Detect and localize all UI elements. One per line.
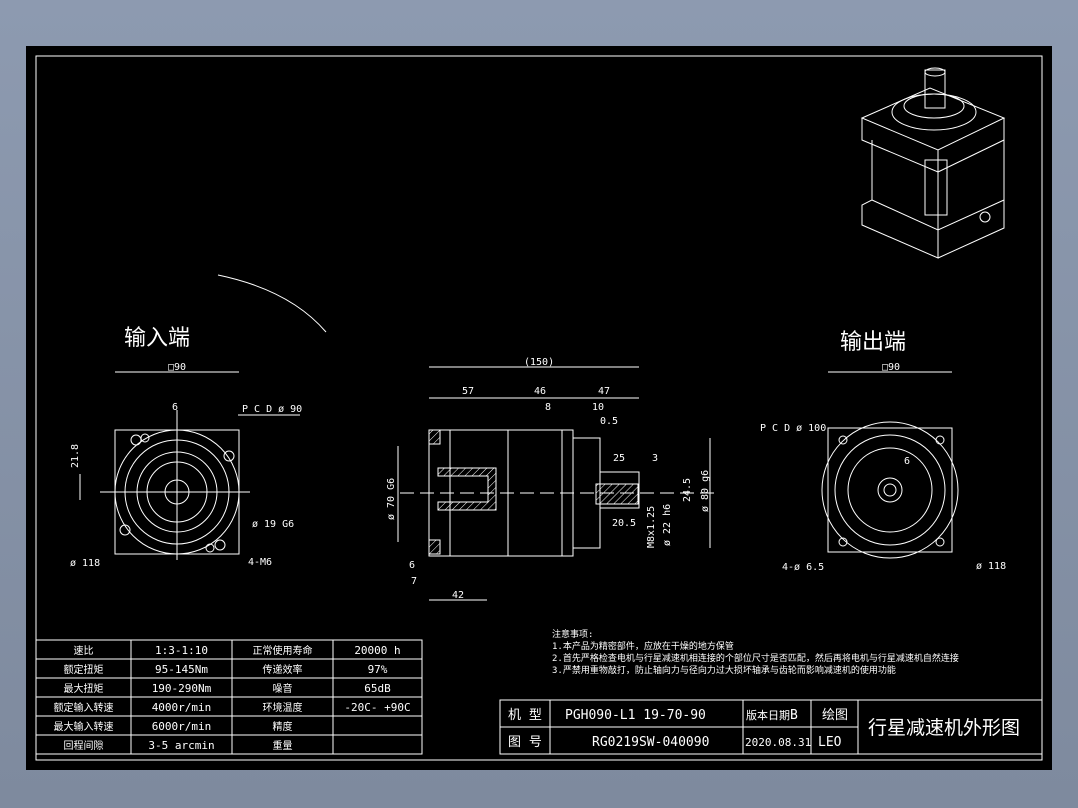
- side-section-view: (150) 57 46 47 8 10 0.5 25 3 ø 70 G6 24.…: [386, 357, 720, 601]
- svg-text:1.本产品为精密部件，应放在干燥的地方保管: 1.本产品为精密部件，应放在干燥的地方保管: [552, 640, 734, 652]
- drawing-sheet: 输入端 □90 6 P C D ø 90 21.8 ø 19 G6 ø 118 …: [26, 46, 1052, 770]
- svg-text:ø 80 g6: ø 80 g6: [700, 470, 711, 512]
- svg-text:8: 8: [545, 402, 551, 413]
- spec-cell: 额定输入转速: [54, 701, 114, 714]
- cad-drawing: 输入端 □90 6 P C D ø 90 21.8 ø 19 G6 ø 118 …: [35, 55, 1043, 761]
- svg-text:P C D ø 90: P C D ø 90: [242, 404, 302, 415]
- spec-cell: 6000r/min: [152, 720, 212, 733]
- spec-cell: 1:3-1:10: [155, 644, 208, 657]
- svg-text:4-ø 6.5: 4-ø 6.5: [782, 562, 824, 573]
- svg-text:2.首先严格检查电机与行星减速机相连接的个部位尺寸是否匹配，: 2.首先严格检查电机与行星减速机相连接的个部位尺寸是否匹配，然后再将电机与行星减…: [552, 652, 959, 664]
- input-end-title: 输入端: [124, 326, 190, 351]
- spec-cell: 3-5 arcmin: [148, 739, 214, 752]
- svg-text:7: 7: [411, 576, 417, 587]
- svg-text:25: 25: [613, 453, 625, 464]
- svg-text:图 号: 图 号: [508, 735, 542, 750]
- svg-text:20.5: 20.5: [612, 518, 636, 529]
- svg-text:47: 47: [598, 386, 610, 397]
- spec-cell: 最大输入转速: [54, 720, 114, 733]
- svg-text:6: 6: [172, 402, 178, 413]
- input-end-view: □90 6 P C D ø 90 21.8 ø 19 G6 ø 118 4-M6: [70, 362, 302, 569]
- svg-text:2020.08.31: 2020.08.31: [745, 736, 811, 749]
- svg-text:(150): (150): [524, 357, 554, 368]
- drawing-border: [35, 55, 1043, 761]
- svg-text:PGH090-L1 19-70-90: PGH090-L1 19-70-90: [565, 708, 706, 723]
- svg-text:21.8: 21.8: [70, 444, 81, 468]
- title-block: 机 型 PGH090-L1 19-70-90 版本日期 B 绘图 图 号 RG0…: [499, 699, 1043, 755]
- svg-text:RG0219SW-040090: RG0219SW-040090: [592, 735, 709, 750]
- spec-cell: 4000r/min: [152, 701, 212, 714]
- spec-cell: 环境温度: [263, 701, 303, 714]
- svg-text:0.5: 0.5: [600, 416, 618, 427]
- spec-cell: 95-145Nm: [155, 663, 208, 676]
- svg-text:M8x1.25: M8x1.25: [646, 506, 657, 548]
- spec-cell: 最大扭矩: [64, 682, 104, 695]
- svg-text:3: 3: [652, 453, 658, 464]
- spec-cell: -20C- +90C: [344, 701, 410, 714]
- spec-cell: 速比: [74, 645, 94, 657]
- output-end-title: 输出端: [840, 330, 906, 355]
- svg-text:3.严禁用重物敲打，防止轴向力与径向力过大损坏轴承与齿轮而影: 3.严禁用重物敲打，防止轴向力与径向力过大损坏轴承与齿轮而影响减速机的使用功能: [552, 664, 896, 676]
- svg-text:24.5: 24.5: [682, 478, 693, 502]
- svg-text:4-M6: 4-M6: [248, 557, 272, 568]
- svg-text:46: 46: [534, 386, 546, 397]
- spec-cell: 正常使用寿命: [253, 644, 313, 657]
- isometric-view: [860, 67, 1006, 259]
- svg-text:行星减速机外形图: 行星减速机外形图: [868, 717, 1020, 739]
- svg-text:ø 118: ø 118: [976, 561, 1006, 572]
- spec-cell: 97%: [368, 663, 388, 676]
- spec-cell: 噪音: [273, 682, 293, 695]
- svg-text:10: 10: [592, 402, 604, 413]
- svg-text:ø 22 h6: ø 22 h6: [662, 504, 673, 546]
- spec-cell: 65dB: [364, 682, 391, 695]
- svg-text:P C D ø 100: P C D ø 100: [760, 423, 826, 434]
- svg-text:6: 6: [409, 560, 415, 571]
- spec-cell: 重量: [273, 739, 293, 752]
- svg-text:注意事项:: 注意事项:: [552, 628, 593, 640]
- spec-cell: 20000 h: [354, 644, 400, 657]
- notes: 注意事项: 1.本产品为精密部件，应放在干燥的地方保管 2.首先严格检查电机与行…: [552, 628, 959, 676]
- svg-text:版本日期: 版本日期: [746, 708, 790, 722]
- svg-text:57: 57: [462, 386, 474, 397]
- svg-text:ø 118: ø 118: [70, 558, 100, 569]
- svg-text:42: 42: [452, 590, 464, 601]
- svg-text:ø 19 G6: ø 19 G6: [252, 519, 294, 530]
- spec-cell: 额定扭矩: [64, 663, 104, 676]
- spec-table: 速比 1:3-1:10 正常使用寿命 20000 h 额定扭矩 95-145Nm 传递效率 9…: [35, 639, 423, 755]
- svg-text:绘图: 绘图: [822, 708, 848, 723]
- svg-text:□90: □90: [882, 362, 900, 373]
- svg-text:ø 70 G6: ø 70 G6: [386, 478, 397, 520]
- svg-text:6: 6: [904, 456, 910, 467]
- spec-cell: 190-290Nm: [152, 682, 212, 695]
- svg-text:LEO: LEO: [818, 735, 842, 750]
- svg-text:□90: □90: [168, 362, 186, 373]
- svg-text:B: B: [790, 708, 798, 723]
- svg-text:机 型: 机 型: [508, 708, 542, 723]
- spec-cell: 回程间隙: [64, 739, 104, 752]
- spec-cell: 精度: [273, 720, 293, 733]
- output-end-view: □90 P C D ø 100 6 4-ø 6.5 ø 118: [760, 362, 1006, 573]
- spec-cell: 传递效率: [263, 663, 303, 676]
